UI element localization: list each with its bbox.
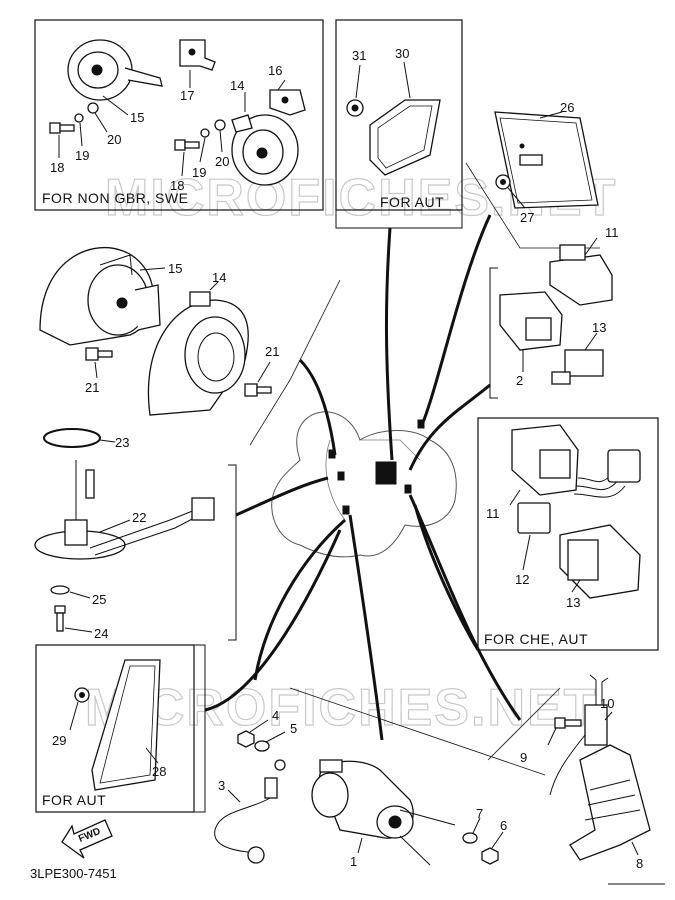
screw-9[interactable] xyxy=(554,717,582,729)
sender-unit-22[interactable] xyxy=(34,460,215,560)
bolt-21-right[interactable] xyxy=(244,383,272,397)
nut-6[interactable] xyxy=(481,847,499,865)
callout-8: 8 xyxy=(636,856,643,871)
caption-non-gbr-swe: FOR NON GBR, SWE xyxy=(42,190,188,206)
relay-center xyxy=(375,461,397,485)
starter-relay-1[interactable] xyxy=(311,759,456,866)
callout-16: 16 xyxy=(268,63,282,78)
callout-27: 27 xyxy=(520,210,534,225)
drawing-code: 3LPE300-7451 xyxy=(30,866,117,881)
callout-14-box: 14 xyxy=(230,78,244,93)
callout-15-large: 15 xyxy=(168,261,182,276)
callout-26: 26 xyxy=(560,100,574,115)
washer-7[interactable] xyxy=(462,832,478,844)
nut-29[interactable] xyxy=(74,687,90,703)
bolt-18b[interactable] xyxy=(174,139,200,151)
callout-30: 30 xyxy=(395,46,409,61)
callout-18-right: 18 xyxy=(170,178,184,193)
bracket-17[interactable] xyxy=(179,39,216,71)
plug-che[interactable] xyxy=(607,449,641,483)
callout-1: 1 xyxy=(350,854,357,869)
horn-small-14[interactable] xyxy=(231,114,299,186)
callout-21-left: 21 xyxy=(85,380,99,395)
callout-11-upper: 11 xyxy=(605,225,619,240)
fwd-arrow: FWD xyxy=(61,819,113,859)
bracket-16[interactable] xyxy=(269,89,306,116)
callout-23: 23 xyxy=(115,435,129,450)
callout-6: 6 xyxy=(500,818,507,833)
screw-24[interactable] xyxy=(54,605,66,632)
callout-20-left: 20 xyxy=(107,132,121,147)
horn-large-14[interactable] xyxy=(147,291,249,416)
callout-22: 22 xyxy=(132,510,146,525)
washer-19b[interactable] xyxy=(200,128,210,138)
callout-17: 17 xyxy=(180,88,194,103)
callout-9: 9 xyxy=(520,750,527,765)
nut-27[interactable] xyxy=(495,174,511,190)
o-ring-23[interactable] xyxy=(43,428,101,448)
callout-19-right: 19 xyxy=(192,165,206,180)
callout-7: 7 xyxy=(476,806,483,821)
callout-20-right: 20 xyxy=(215,154,229,169)
callout-21-right: 21 xyxy=(265,344,279,359)
callout-28: 28 xyxy=(152,764,166,779)
washer-20a[interactable] xyxy=(87,102,99,114)
washer-20b[interactable] xyxy=(214,119,226,131)
box-for-aut-bottom: FOR AUT 29 28 xyxy=(35,644,206,813)
callout-3: 3 xyxy=(218,778,225,793)
plate-30[interactable] xyxy=(369,99,441,176)
callout-25: 25 xyxy=(92,592,106,607)
callout-2: 2 xyxy=(516,373,523,388)
nut-31[interactable] xyxy=(346,99,364,117)
relay-11-upper[interactable] xyxy=(549,244,613,306)
horn-small-15[interactable] xyxy=(67,39,163,101)
callout-13-upper: 13 xyxy=(592,320,606,335)
callout-13-lower: 13 xyxy=(566,595,580,610)
callout-14-large: 14 xyxy=(212,270,226,285)
connector-13-lower[interactable] xyxy=(559,524,641,599)
callout-24: 24 xyxy=(94,626,108,641)
caption-for-che-aut: FOR CHE, AUT xyxy=(484,631,588,647)
callout-12: 12 xyxy=(515,572,529,587)
bolt-21-left[interactable] xyxy=(85,347,113,361)
callout-11-lower: 11 xyxy=(486,506,500,521)
nut-4[interactable] xyxy=(237,730,255,748)
caption-for-aut-top: FOR AUT xyxy=(380,194,444,210)
horn-large-15[interactable] xyxy=(39,246,161,346)
sensor-10[interactable] xyxy=(549,674,609,796)
relay-11-lower[interactable] xyxy=(511,424,579,496)
relay-13-upper[interactable] xyxy=(551,349,604,385)
box-non-gbr-swe: FOR NON GBR, SWE xyxy=(34,19,324,211)
box-for-che-aut: FOR CHE, AUT 11 12 13 xyxy=(477,417,659,651)
caption-for-aut-bottom: FOR AUT xyxy=(42,792,106,808)
connector-12[interactable] xyxy=(517,502,551,534)
callout-29: 29 xyxy=(52,733,66,748)
washer-19a[interactable] xyxy=(74,113,84,123)
callout-4: 4 xyxy=(272,708,279,723)
callout-10: 10 xyxy=(600,696,614,711)
bracket-8[interactable] xyxy=(569,744,651,861)
relay-plate-26[interactable] xyxy=(494,111,599,209)
plate-28[interactable] xyxy=(91,659,161,791)
box-for-aut-top: FOR AUT 31 30 xyxy=(335,19,463,229)
gasket-25[interactable] xyxy=(50,585,70,595)
bolt-18a[interactable] xyxy=(49,122,75,134)
callout-19-left: 19 xyxy=(75,148,89,163)
washer-5[interactable] xyxy=(254,740,270,752)
callout-15-box: 15 xyxy=(130,110,144,125)
watermark-bottom: MICROFICHES.NET xyxy=(85,679,597,737)
relay-2[interactable] xyxy=(499,291,563,351)
callout-5: 5 xyxy=(290,721,297,736)
callout-31: 31 xyxy=(352,48,366,63)
callout-18-left: 18 xyxy=(50,160,64,175)
lead-wire-3[interactable] xyxy=(214,759,286,864)
